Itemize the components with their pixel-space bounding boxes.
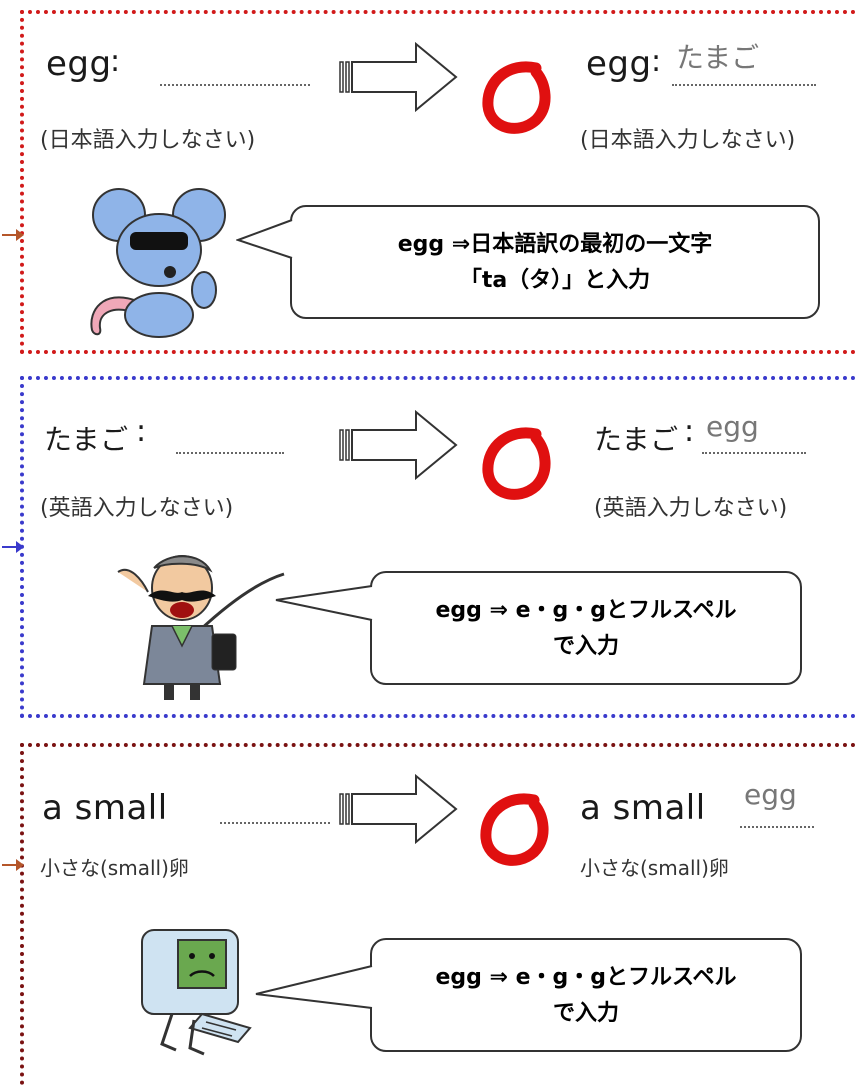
answer-blank-filled [702,452,806,454]
bubble-line-2: で入力 [552,634,619,659]
meaning-hint: 小さな(small)卵 [40,856,189,880]
speech-bubble-tail [254,965,374,1009]
result-hint: (英語入力しなさい) [594,496,788,521]
magician-character-icon [117,555,285,700]
question-word: egg [46,44,112,84]
result-colon: : [651,44,662,79]
filled-answer: egg [706,410,759,443]
result-word: たまご [594,423,679,456]
red-circle-correct-icon [482,427,551,500]
bubble-line-1: egg ⇒ e・g・gとフルスペル [435,598,737,623]
section-panel-1 [20,10,856,354]
input-hint: (英語入力しなさい) [40,496,234,521]
section-panel-3 [20,743,856,1085]
side-arrow-icon [2,859,24,871]
sad-computer-icon [141,929,252,1056]
answer-blank-filled [740,826,814,828]
filled-answer: egg [744,778,797,811]
speech-bubble: egg ⇒ e・g・gとフルスペル で入力 [370,938,802,1052]
block-arrow-icon [339,774,458,844]
answer-blank[interactable] [176,452,284,454]
question-colon: : [110,44,121,79]
question-phrase: a small [42,788,168,828]
speech-bubble-tail [236,219,294,259]
block-arrow-icon [339,42,458,112]
answer-blank[interactable] [160,84,310,86]
input-hint: (日本語入力しなさい) [40,128,256,153]
red-circle-correct-icon [482,61,551,134]
answer-blank[interactable] [220,822,330,824]
result-word: egg [586,44,652,84]
bubble-line-1: egg ⇒日本語訳の最初の一文字 [397,232,713,257]
speech-bubble-tail [274,585,374,621]
answer-blank-filled [672,84,816,86]
result-phrase: a small [580,788,706,828]
meaning-hint-result: 小さな(small)卵 [580,856,729,880]
question-word: たまご [44,423,129,456]
side-arrow-icon [2,541,24,553]
speech-bubble: egg ⇒ e・g・gとフルスペル で入力 [370,571,802,685]
block-arrow-icon [339,410,458,480]
mouse-character-icon [90,188,226,338]
question-colon: : [136,414,147,449]
result-colon: : [684,414,695,449]
filled-answer: たまご [676,41,760,74]
bubble-line-1: egg ⇒ e・g・gとフルスペル [435,965,737,990]
bubble-line-2: で入力 [552,1001,619,1026]
result-hint: (日本語入力しなさい) [580,128,796,153]
bubble-line-2: 「ta（タ）」と入力 [459,268,651,293]
side-arrow-icon [2,229,24,241]
red-circle-correct-icon [480,793,549,866]
speech-bubble: egg ⇒日本語訳の最初の一文字 「ta（タ）」と入力 [290,205,820,319]
